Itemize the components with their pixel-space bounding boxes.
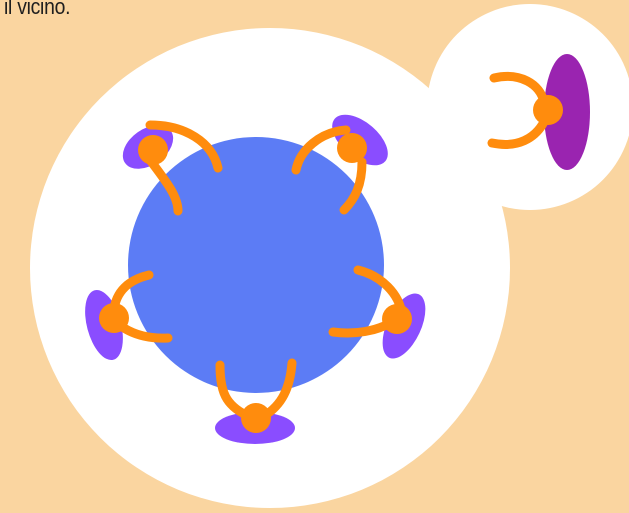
side-bubble (427, 4, 629, 210)
